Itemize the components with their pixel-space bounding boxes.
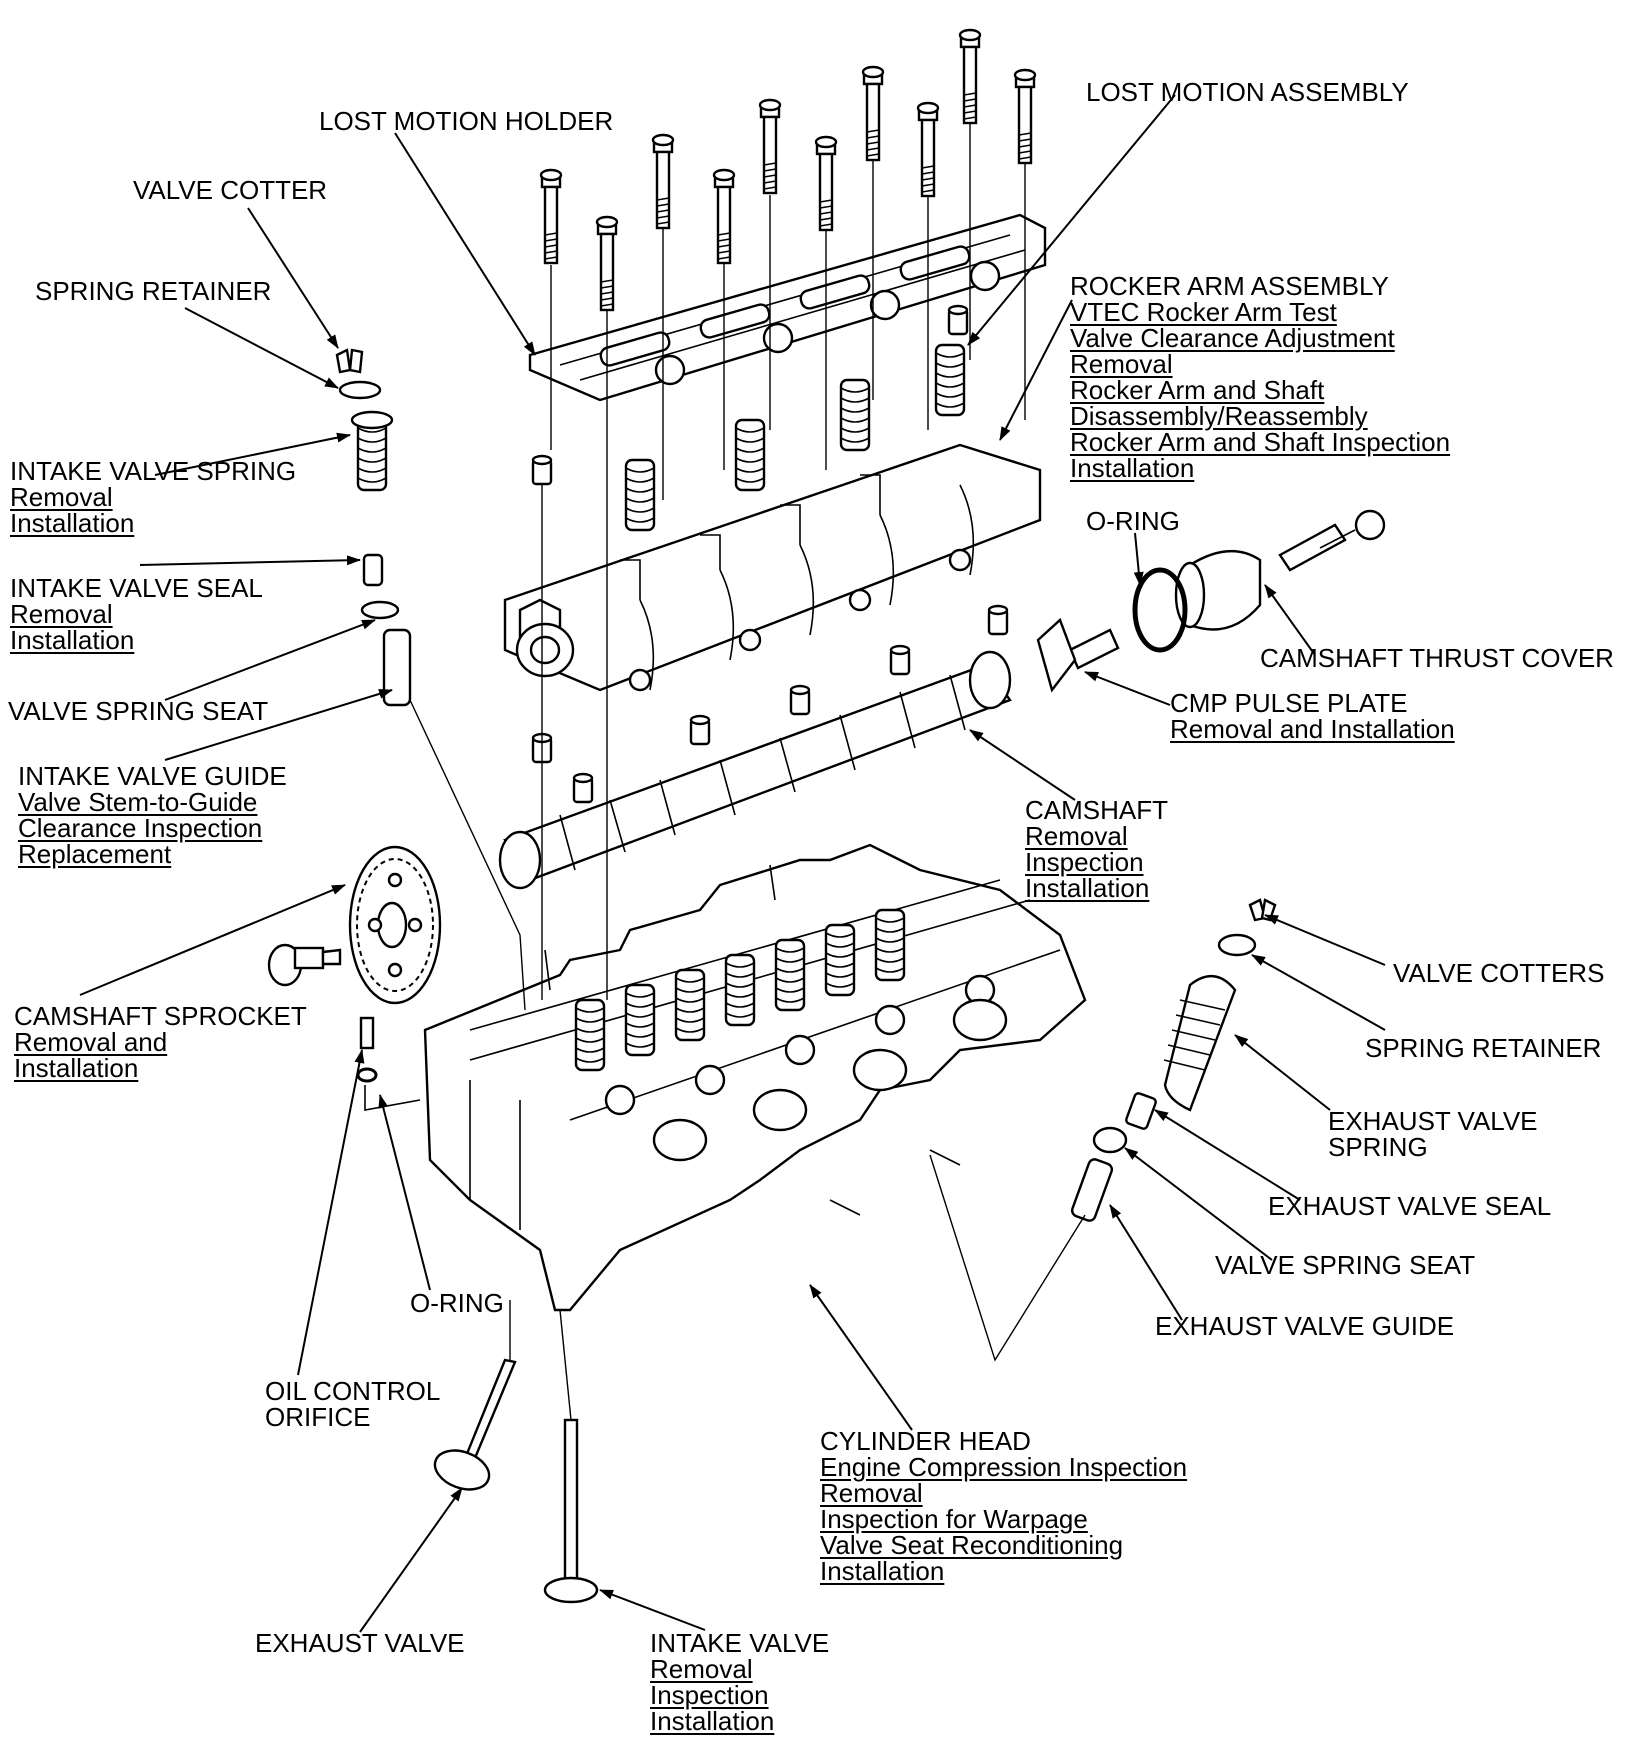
- exhaust-valve-stack: [1070, 898, 1277, 1222]
- label-title: INTAKE VALVE SEAL: [10, 573, 263, 603]
- label-exhaust-valve-seal: EXHAUST VALVE SEAL: [1268, 1193, 1551, 1219]
- label-o-ring-top: O-RING: [1086, 508, 1180, 534]
- label-title: ROCKER ARM ASSEMBLY: [1070, 271, 1389, 301]
- link-rocker-installation[interactable]: Installation: [1070, 453, 1195, 483]
- label-valve-cotter: VALVE COTTER: [133, 177, 327, 203]
- link-intake-spring-installation[interactable]: Installation: [10, 508, 135, 538]
- label-exhaust-valve-guide: EXHAUST VALVE GUIDE: [1155, 1313, 1454, 1339]
- label-intake-valve-guide: INTAKE VALVE GUIDE Valve Stem-to-Guide C…: [18, 763, 287, 867]
- label-o-ring-bottom: O-RING: [410, 1290, 504, 1316]
- label-title: VALVE COTTERS: [1393, 958, 1605, 988]
- link-sprocket-removal-and[interactable]: Removal and: [14, 1027, 168, 1057]
- link-inspection-for-warpage[interactable]: Inspection for Warpage: [820, 1504, 1088, 1534]
- link-disassembly-reassembly[interactable]: Disassembly/Reassembly: [1070, 401, 1368, 431]
- label-title: O-RING: [1086, 506, 1180, 536]
- link-valve-clearance-adjustment[interactable]: Valve Clearance Adjustment: [1070, 323, 1395, 353]
- label-lost-motion-holder: LOST MOTION HOLDER: [319, 108, 613, 134]
- link-head-removal[interactable]: Removal: [820, 1478, 923, 1508]
- intake-valve-stack: [335, 348, 412, 707]
- link-sprocket-installation[interactable]: Installation: [14, 1053, 139, 1083]
- link-camshaft-removal[interactable]: Removal: [1025, 821, 1128, 851]
- label-title: O-RING: [410, 1288, 504, 1318]
- label-title: INTAKE VALVE GUIDE: [18, 761, 287, 791]
- label-title-line2: SPRING: [1328, 1132, 1428, 1162]
- label-rocker-arm-assembly: ROCKER ARM ASSEMBLY VTEC Rocker Arm Test…: [1070, 273, 1450, 481]
- label-title-line2: ORIFICE: [265, 1402, 371, 1432]
- label-title: CAMSHAFT: [1025, 795, 1168, 825]
- label-title: LOST MOTION HOLDER: [319, 106, 614, 136]
- link-engine-compression-inspection[interactable]: Engine Compression Inspection: [820, 1452, 1188, 1482]
- label-valve-cotters: VALVE COTTERS: [1393, 960, 1604, 986]
- label-title: EXHAUST VALVE: [255, 1628, 465, 1658]
- label-title: LOST MOTION ASSEMBLY: [1086, 77, 1409, 107]
- link-clearance-inspection[interactable]: Clearance Inspection: [18, 813, 263, 843]
- label-title: EXHAUST VALVE GUIDE: [1155, 1311, 1455, 1341]
- label-title: OIL CONTROL: [265, 1376, 441, 1406]
- label-valve-spring-seat-right: VALVE SPRING SEAT: [1215, 1252, 1475, 1278]
- oil-control-orifice: [356, 1016, 421, 1111]
- rocker-arm-assembly: [503, 443, 1042, 804]
- label-title: INTAKE VALVE: [650, 1628, 830, 1658]
- label-intake-valve-spring: INTAKE VALVE SPRING Removal Installation: [10, 458, 296, 536]
- cylinder-head: [423, 843, 1087, 1312]
- link-valve-stem-to-guide[interactable]: Valve Stem-to-Guide: [18, 787, 258, 817]
- label-cmp-pulse-plate: CMP PULSE PLATE Removal and Installation: [1170, 690, 1455, 742]
- label-title: CMP PULSE PLATE: [1170, 688, 1408, 718]
- label-title: SPRING RETAINER: [1365, 1033, 1602, 1063]
- label-title: CYLINDER HEAD: [820, 1426, 1031, 1456]
- link-rocker-removal[interactable]: Removal: [1070, 349, 1173, 379]
- link-guide-replacement[interactable]: Replacement: [18, 839, 172, 869]
- label-title: INTAKE VALVE SPRING: [10, 456, 297, 486]
- link-intake-seal-removal[interactable]: Removal: [10, 599, 113, 629]
- link-rocker-arm-shaft-inspection[interactable]: Rocker Arm and Shaft Inspection: [1070, 427, 1451, 457]
- link-valve-seat-reconditioning[interactable]: Valve Seat Reconditioning: [820, 1530, 1124, 1560]
- label-intake-valve: INTAKE VALVE Removal Inspection Installa…: [650, 1630, 829, 1734]
- link-intake-spring-removal[interactable]: Removal: [10, 482, 113, 512]
- label-camshaft: CAMSHAFT Removal Inspection Installation: [1025, 797, 1168, 901]
- label-camshaft-thrust-cover: CAMSHAFT THRUST COVER: [1260, 645, 1614, 671]
- link-camshaft-installation[interactable]: Installation: [1025, 873, 1150, 903]
- camshaft: [498, 650, 1012, 890]
- link-intake-valve-inspection[interactable]: Inspection: [650, 1680, 769, 1710]
- label-cylinder-head: CYLINDER HEAD Engine Compression Inspect…: [820, 1428, 1187, 1584]
- label-intake-valve-seal: INTAKE VALVE SEAL Removal Installation: [10, 575, 263, 653]
- label-title: SPRING RETAINER: [35, 276, 272, 306]
- label-title: CAMSHAFT THRUST COVER: [1260, 643, 1614, 673]
- label-title: VALVE SPRING SEAT: [8, 696, 269, 726]
- link-cmp-removal-installation[interactable]: Removal and Installation: [1170, 714, 1455, 744]
- camshaft-sprocket: [267, 845, 442, 1005]
- label-oil-control-orifice: OIL CONTROL ORIFICE: [265, 1378, 440, 1430]
- label-title: VALVE SPRING SEAT: [1215, 1250, 1476, 1280]
- alignment-lines: [409, 123, 1086, 1421]
- exhaust-valve-part: [433, 1358, 517, 1491]
- label-title: VALVE COTTER: [133, 175, 328, 205]
- label-valve-spring-seat-left: VALVE SPRING SEAT: [8, 698, 268, 724]
- link-vtec-rocker-arm-test[interactable]: VTEC Rocker Arm Test: [1070, 297, 1337, 327]
- intake-valve-part: [543, 1418, 599, 1604]
- label-title: EXHAUST VALVE: [1328, 1106, 1538, 1136]
- link-rocker-arm-and-shaft[interactable]: Rocker Arm and Shaft: [1070, 375, 1325, 405]
- label-exhaust-valve: EXHAUST VALVE: [255, 1630, 465, 1656]
- label-title: CAMSHAFT SPROCKET: [14, 1001, 307, 1031]
- label-lost-motion-assembly: LOST MOTION ASSEMBLY: [1086, 79, 1409, 105]
- link-intake-valve-installation[interactable]: Installation: [650, 1706, 775, 1736]
- label-spring-retainer-left: SPRING RETAINER: [35, 278, 271, 304]
- link-intake-seal-installation[interactable]: Installation: [10, 625, 135, 655]
- label-exhaust-valve-spring: EXHAUST VALVE SPRING: [1328, 1108, 1538, 1160]
- label-title: EXHAUST VALVE SEAL: [1268, 1191, 1552, 1221]
- label-camshaft-sprocket: CAMSHAFT SPROCKET Removal and Installati…: [14, 1003, 307, 1081]
- link-head-installation[interactable]: Installation: [820, 1556, 945, 1586]
- leader-lines: [79, 94, 1386, 1633]
- label-spring-retainer-right: SPRING RETAINER: [1365, 1035, 1601, 1061]
- camshaft-thrust-cover-group: [1036, 509, 1386, 693]
- link-intake-valve-removal[interactable]: Removal: [650, 1654, 753, 1684]
- link-camshaft-inspection[interactable]: Inspection: [1025, 847, 1144, 877]
